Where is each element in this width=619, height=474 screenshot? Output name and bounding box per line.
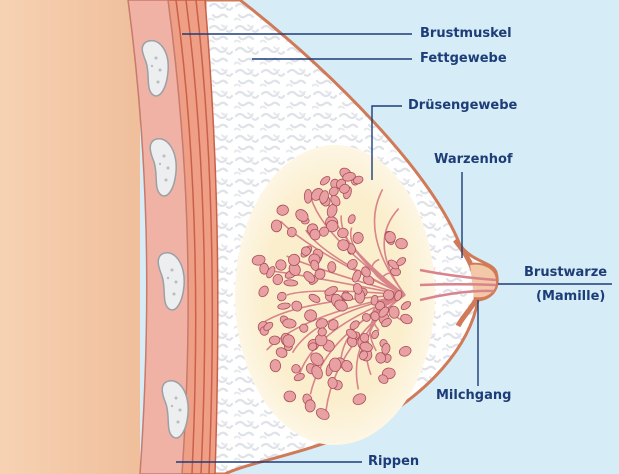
label-milchgang: Milchgang bbox=[436, 388, 511, 404]
label-rippen: Rippen bbox=[368, 454, 419, 470]
skin-area bbox=[0, 0, 140, 474]
label-fettgewebe: Fettgewebe bbox=[420, 51, 507, 67]
label-brustwarze: Brustwarze bbox=[524, 265, 607, 281]
lobule bbox=[304, 189, 312, 203]
label-brustmuskel: Brustmuskel bbox=[420, 26, 512, 42]
lobule bbox=[271, 220, 281, 232]
lobule bbox=[329, 358, 341, 372]
label-warzenhof: Warzenhof bbox=[434, 152, 513, 168]
label-druesengewebe: Drüsengewebe bbox=[408, 98, 517, 114]
lobule bbox=[305, 400, 316, 413]
lobule bbox=[270, 359, 281, 372]
lobule bbox=[292, 364, 301, 373]
label-mamille: (Mamille) bbox=[536, 289, 605, 305]
lobule bbox=[383, 290, 394, 301]
lobule bbox=[360, 333, 369, 342]
lobule bbox=[301, 247, 310, 256]
lobule bbox=[305, 310, 317, 321]
lobule bbox=[328, 261, 337, 272]
